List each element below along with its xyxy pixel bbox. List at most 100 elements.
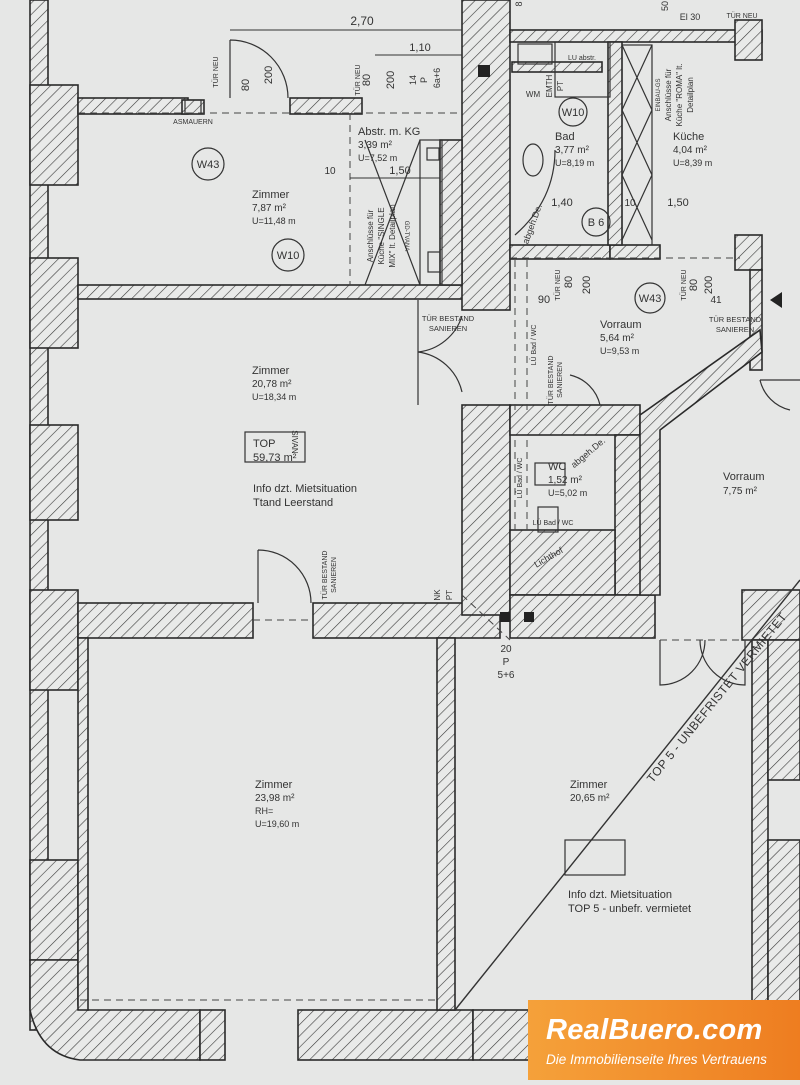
exterior-wall-bottom	[199, 1009, 534, 1061]
dim-110: 1,10	[409, 42, 430, 54]
info-line-2: Ttand Leerstand	[253, 497, 333, 509]
room-zimmer-4: Zimmer 20,65 m²	[570, 779, 610, 804]
dim-80-c: 80	[563, 276, 575, 288]
dim-50: 50	[660, 1, 670, 11]
marker-w43-b: W43	[639, 293, 662, 305]
room-name: Vorraum	[723, 471, 765, 483]
kitchen-single-l4: GD-TVANA	[403, 221, 409, 252]
dim-14: 14	[408, 75, 418, 85]
room-perimeter: U=18,34 m	[252, 392, 296, 402]
top-label: TOP	[253, 438, 275, 450]
dimensions: 2,70 1,10 1,50 10 1,40 10 1,50 80 200 80…	[230, 1, 722, 681]
kitchen-single-l3: MIX" lt. Detailplan	[388, 204, 397, 267]
tag-lue-bad-wc-2: LÜ Bad / WC	[516, 458, 524, 499]
room-area: 7,75 m²	[723, 486, 758, 497]
room-wc: WC 1,52 m² U=5,02 m	[548, 461, 587, 498]
kitchen-roma-l1: EINBAU-GS	[656, 78, 662, 111]
room-bad: Bad 3,77 m² U=8,19 m	[555, 131, 594, 168]
tag-emth: EMTH	[545, 74, 554, 97]
door-new-5: TÜR NEU	[354, 64, 362, 95]
shaft-p: P	[503, 657, 510, 668]
tag-abgeh-de-2: abgeh.De.	[569, 436, 607, 470]
tag-lue-bad-wc-3: LÜ Bad / WC	[533, 519, 574, 527]
tag-mirrored: SIVAN	[290, 430, 299, 454]
top5-boundary-line	[454, 579, 800, 1011]
dim-el30: El 30	[680, 12, 701, 22]
dim-200-c: 200	[581, 276, 593, 294]
door-existing-3-l2: SANIEREN	[557, 362, 564, 398]
door-existing-4-l2: SANIEREN	[331, 557, 338, 593]
room-name: Bad	[555, 131, 575, 143]
room-area: 20,65 m²	[570, 793, 610, 804]
info-line-1: Info dzt. Mietsituation	[253, 483, 357, 495]
interior-walls	[77, 0, 800, 1011]
room-perimeter: U=19,60 m	[255, 819, 299, 829]
room-area: 20,78 m²	[252, 379, 292, 390]
kitchen-single-l2: Küche "SINGLE	[377, 207, 386, 264]
room-area: 23,98 m²	[255, 793, 295, 804]
dim-270: 2,70	[350, 14, 374, 28]
dim-150-b: 1,50	[667, 197, 688, 209]
brand-name: RealBuero.com	[546, 1014, 763, 1046]
room-perimeter: U=8,19 m	[555, 158, 594, 168]
rental-notes: TOP 59,73 m² Info dzt. Mietsituation Tta…	[253, 438, 691, 915]
door-existing-2-l2: SANIEREN	[716, 325, 754, 334]
room-zimmer-1: Zimmer 7,87 m² U=11,48 m	[252, 189, 296, 226]
dim-41: 41	[710, 295, 722, 306]
door-new-2: TÜR NEU	[554, 269, 562, 300]
dim-80-d: 80	[688, 279, 700, 291]
door-existing-1-l2: SANIEREN	[429, 324, 467, 333]
room-vorraum-1: Vorraum 5,64 m² U=9,53 m	[600, 319, 642, 356]
realbuero-logo[interactable]: RealBuero.com Die Immobilienseite Ihres …	[528, 1000, 800, 1080]
room-name: Zimmer	[255, 779, 293, 791]
dim-200-a: 200	[263, 66, 275, 84]
door-new-4: TÜR NEU	[726, 12, 757, 20]
door-swings	[229, 39, 800, 686]
dim-6a6: 6a+6	[432, 68, 442, 88]
shafts	[478, 65, 534, 622]
kitchen-roma-l4: Detailplan	[686, 77, 695, 113]
room-area: 5,64 m²	[600, 333, 635, 344]
room-area: 1,52 m²	[548, 475, 583, 486]
door-existing-4-l1: TÜR BESTAND	[321, 551, 329, 600]
room-name: WC	[548, 461, 566, 473]
kitchen-single-l1: Anschlüsse für	[366, 209, 375, 262]
dim-80-a: 80	[240, 79, 252, 91]
room-name: Vorraum	[600, 319, 642, 331]
dim-200-b: 200	[385, 71, 397, 89]
room-area: 7,87 m²	[252, 203, 287, 214]
door-new-3: TÜR NEU	[680, 269, 688, 300]
room-name: Zimmer	[570, 779, 608, 791]
room-area: 3,39 m²	[358, 140, 393, 151]
dim-p-top: P	[419, 77, 429, 83]
room-perimeter: U=7,52 m	[358, 153, 397, 163]
room-name: Zimmer	[252, 365, 290, 377]
entrance-arrow-icon	[770, 292, 782, 308]
dashed-openings	[78, 112, 755, 1001]
markers: W43 W10 W10 B 6 W43	[191, 97, 666, 314]
room-kueche: Küche 4,04 m² U=8,39 m	[673, 131, 712, 168]
room-vorraum-2: Vorraum 7,75 m²	[723, 471, 765, 497]
dim-140: 1,40	[551, 197, 572, 209]
room-name: Zimmer	[252, 189, 290, 201]
dim-150-a: 1,50	[389, 165, 410, 177]
marker-w10-b: W10	[562, 107, 585, 119]
room-perimeter: U=8,39 m	[673, 158, 712, 168]
dim-90: 90	[538, 294, 550, 306]
dim-10-b: 10	[624, 198, 636, 209]
dim-8: 8	[514, 1, 524, 6]
exterior-wall-left	[29, 0, 201, 1061]
room-abstr: Abstr. m. KG 3,39 m² U=7,52 m	[358, 126, 420, 163]
kitchen-roma-l3: Küche "ROMA" lt.	[675, 63, 684, 126]
tag-asmauern: ASMAUERN	[173, 119, 213, 126]
tag-pt-top: PT	[556, 81, 565, 91]
room-area: 4,04 m²	[673, 145, 708, 156]
room-perimeter: U=11,48 m	[252, 216, 296, 226]
top-area: 59,73 m²	[253, 452, 297, 464]
tag-lu-abstr: LU abstr.	[568, 55, 596, 62]
door-new-1: TÜR NEU	[212, 56, 220, 87]
dim-10-a: 10	[324, 166, 336, 177]
tag-wm: WM	[526, 90, 541, 99]
tag-abgeh-de-1: abgeh.De.	[520, 203, 544, 245]
